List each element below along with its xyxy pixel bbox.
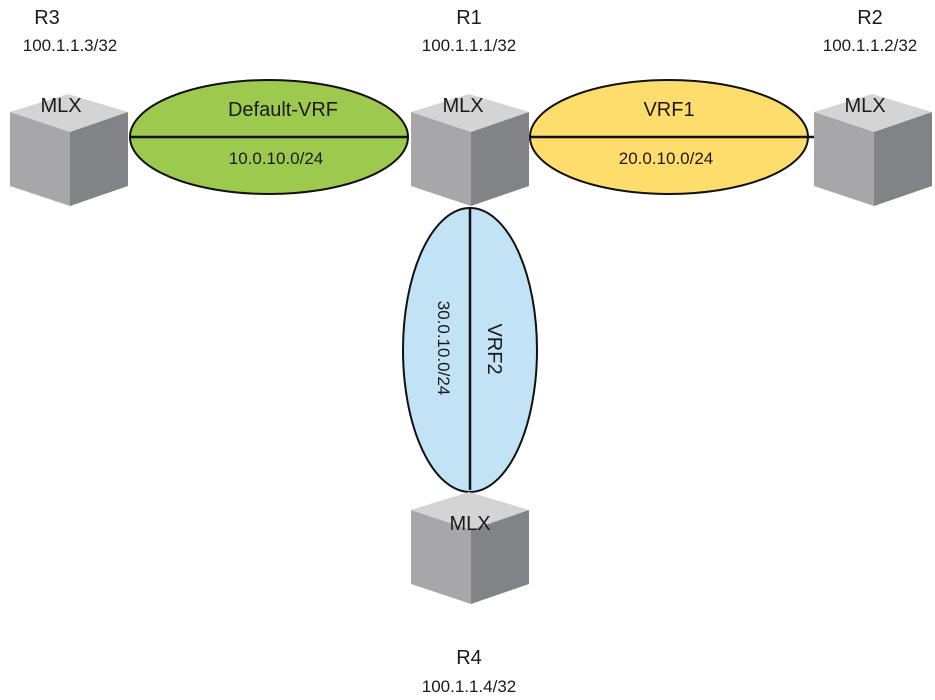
- router-r1: MLX R1 100.1.1.1/32: [411, 7, 529, 206]
- router-cube-icon: [411, 492, 529, 604]
- vrf1-subnet: 20.0.10.0/24: [619, 149, 714, 168]
- link-default-vrf: Default-VRF 10.0.10.0/24: [129, 79, 409, 195]
- router-r2: MLX R2 100.1.1.2/32: [814, 7, 932, 206]
- router-r4: MLX R4 100.1.1.4/32: [411, 492, 529, 696]
- router-name: R3: [34, 7, 60, 29]
- link-vrf1: VRF1 20.0.10.0/24: [529, 79, 815, 195]
- device-label: MLX: [449, 513, 490, 535]
- vrf2-label: VRF2: [483, 323, 505, 374]
- router-ip: 100.1.1.4/32: [422, 677, 517, 696]
- router-r3: MLX R3 100.1.1.3/32: [10, 7, 128, 206]
- router-ip: 100.1.1.3/32: [23, 36, 118, 55]
- default-vrf-label: Default-VRF: [228, 99, 338, 121]
- router-name: R2: [857, 7, 883, 29]
- router-name: R4: [456, 647, 482, 669]
- device-label: MLX: [40, 95, 81, 117]
- router-ip: 100.1.1.1/32: [422, 36, 517, 55]
- default-vrf-subnet: 10.0.10.0/24: [229, 149, 324, 168]
- vrf2-subnet: 30.0.10.0/24: [434, 301, 453, 396]
- router-ip: 100.1.1.2/32: [823, 36, 918, 55]
- router-name: R1: [456, 7, 482, 29]
- device-label: MLX: [844, 95, 885, 117]
- link-vrf2: VRF2 30.0.10.0/24: [402, 207, 538, 493]
- device-label: MLX: [442, 95, 483, 117]
- vrf1-label: VRF1: [643, 99, 694, 121]
